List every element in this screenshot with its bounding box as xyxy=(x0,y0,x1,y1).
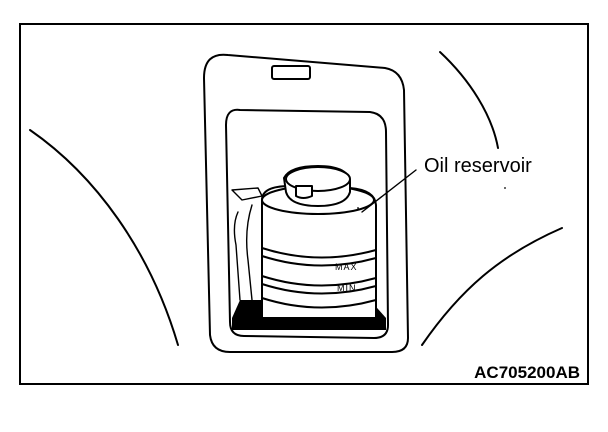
band-lower xyxy=(261,297,377,309)
band-upper xyxy=(261,247,377,259)
panel-tab-slot xyxy=(271,65,311,80)
surface-dot xyxy=(504,187,506,189)
hose-left xyxy=(233,211,241,301)
band-mid-2 xyxy=(261,283,377,295)
hose-left-2 xyxy=(245,204,253,301)
min-level-mark: MIN xyxy=(337,283,357,293)
band-mid xyxy=(261,275,377,287)
max-level-mark: MAX xyxy=(335,262,358,272)
body-contour-left xyxy=(29,129,179,346)
access-panel-inner xyxy=(225,108,389,339)
cap-grip xyxy=(295,185,313,199)
figure-code: AC705200AB xyxy=(474,363,580,382)
band-upper-2 xyxy=(261,255,377,267)
body-contour-upper-right xyxy=(439,51,499,149)
callout-label: Oil reservoir xyxy=(424,155,532,177)
surface-dot xyxy=(357,207,359,209)
body-contour-lower-right xyxy=(421,227,563,346)
callout-leader xyxy=(361,169,417,213)
